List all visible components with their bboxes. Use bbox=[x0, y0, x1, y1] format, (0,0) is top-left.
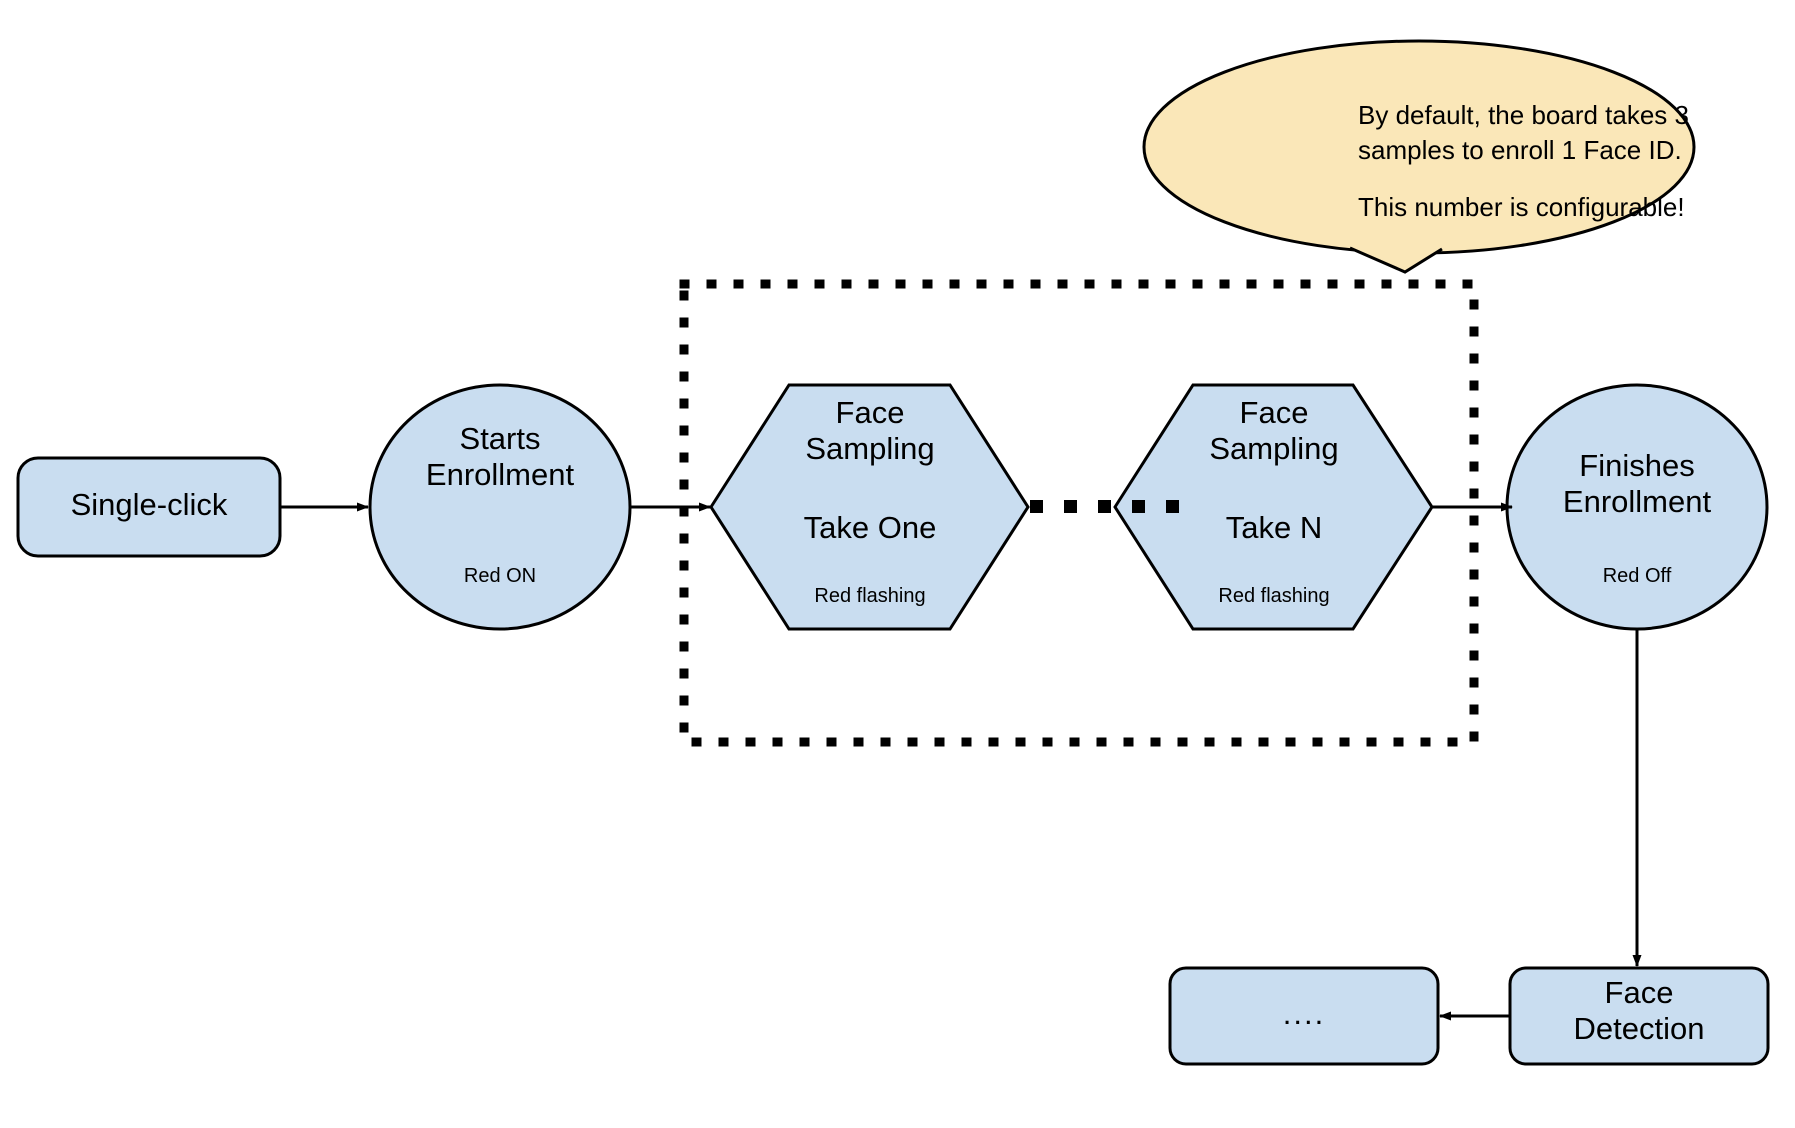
node-single-click[interactable] bbox=[16, 456, 282, 558]
callout-body bbox=[1142, 39, 1696, 255]
sampling-ellipsis-dots bbox=[1030, 500, 1179, 513]
callout-tail-outline bbox=[1349, 246, 1443, 274]
node-face-sampling-n[interactable] bbox=[1113, 383, 1434, 631]
node-face-sampling-one[interactable] bbox=[709, 383, 1030, 631]
callout-balloon bbox=[1142, 39, 1696, 274]
sampling-loop-group bbox=[679, 279, 1479, 747]
node-starts-enrollment[interactable] bbox=[368, 383, 632, 631]
node-finishes-enrollment[interactable] bbox=[1505, 383, 1769, 631]
node-face-detection[interactable] bbox=[1508, 966, 1770, 1066]
node-continuation[interactable] bbox=[1168, 966, 1440, 1066]
